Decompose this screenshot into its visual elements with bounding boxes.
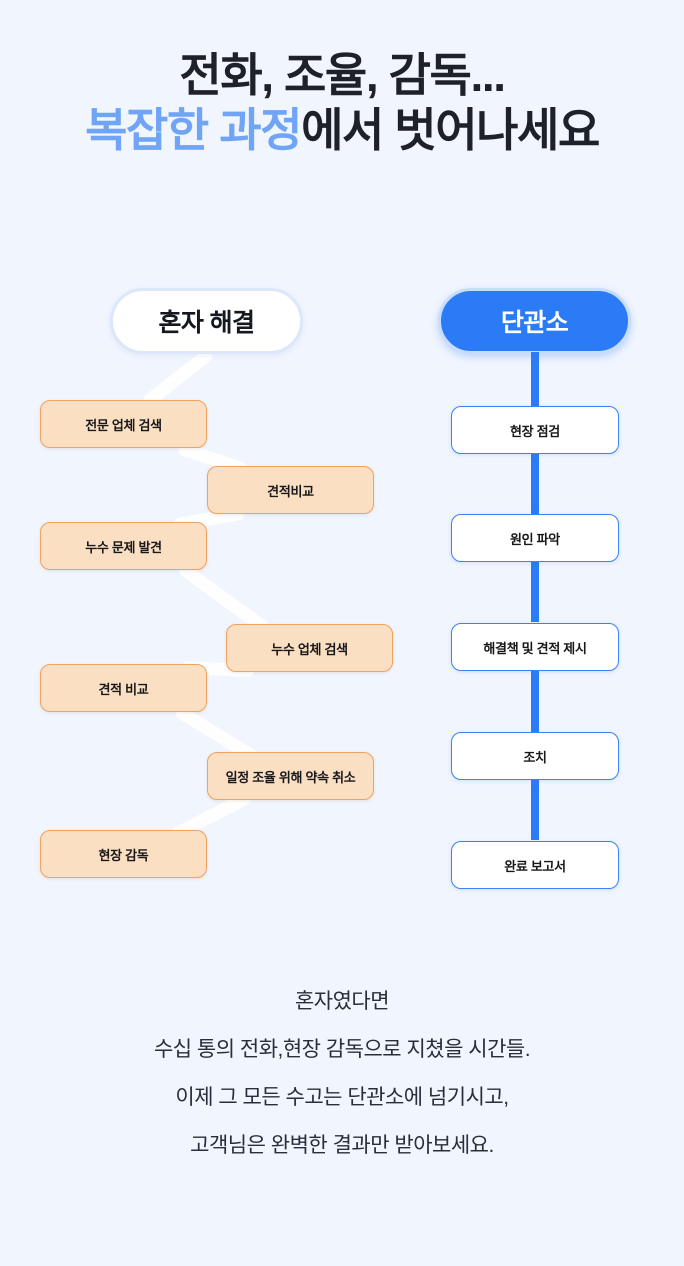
right-column-header[interactable]: 단관소: [438, 288, 631, 354]
headline-line-2: 복잡한 과정에서 벗어나세요: [0, 103, 684, 158]
headline-line-1: 전화, 조율, 감독...: [179, 49, 506, 101]
right-step-box[interactable]: 해결책 및 견적 제시: [451, 623, 619, 671]
footnote-line-2: 수십 통의 전화,현장 감독으로 지쳤을 시간들.: [153, 1038, 531, 1061]
footnote-line-4: 고객님은 완벽한 결과만 받아보세요.: [190, 1134, 494, 1157]
right-step-box[interactable]: 원인 파악: [451, 514, 619, 562]
footnote-paragraph: 혼자였다면 수십 통의 전화,현장 감독으로 지쳤을 시간들. 이제 그 모든 …: [0, 978, 684, 1170]
left-step-box[interactable]: 견적 비교: [40, 664, 207, 712]
left-step-box[interactable]: 현장 감독: [40, 830, 207, 878]
page-title: 전화, 조율, 감독... 복잡한 과정에서 벗어나세요: [0, 48, 684, 158]
left-step-box[interactable]: 일정 조율 위해 약속 취소: [207, 752, 374, 800]
left-step-box[interactable]: 견적비교: [207, 466, 374, 514]
right-step-box[interactable]: 현장 점검: [451, 406, 619, 454]
spine-segment: [531, 352, 539, 408]
left-step-box[interactable]: 누수 문제 발견: [40, 522, 207, 570]
left-step-box[interactable]: 전문 업체 검색: [40, 400, 207, 448]
headline-accent-text: 복잡한 과정: [85, 104, 302, 157]
spine-segment: [531, 778, 539, 840]
headline-line-2-rest: 에서 벗어나세요: [301, 104, 600, 157]
left-step-box[interactable]: 누수 업체 검색: [226, 624, 393, 672]
right-step-box[interactable]: 조치: [451, 732, 619, 780]
spine-segment: [531, 670, 539, 732]
left-column-header[interactable]: 혼자 해결: [110, 288, 303, 354]
spine-segment: [531, 560, 539, 622]
right-step-box[interactable]: 완료 보고서: [451, 841, 619, 889]
footnote-line-3: 이제 그 모든 수고는 단관소에 넘기시고,: [175, 1086, 509, 1109]
spine-segment: [531, 452, 539, 514]
footnote-line-1: 혼자였다면: [294, 990, 390, 1013]
